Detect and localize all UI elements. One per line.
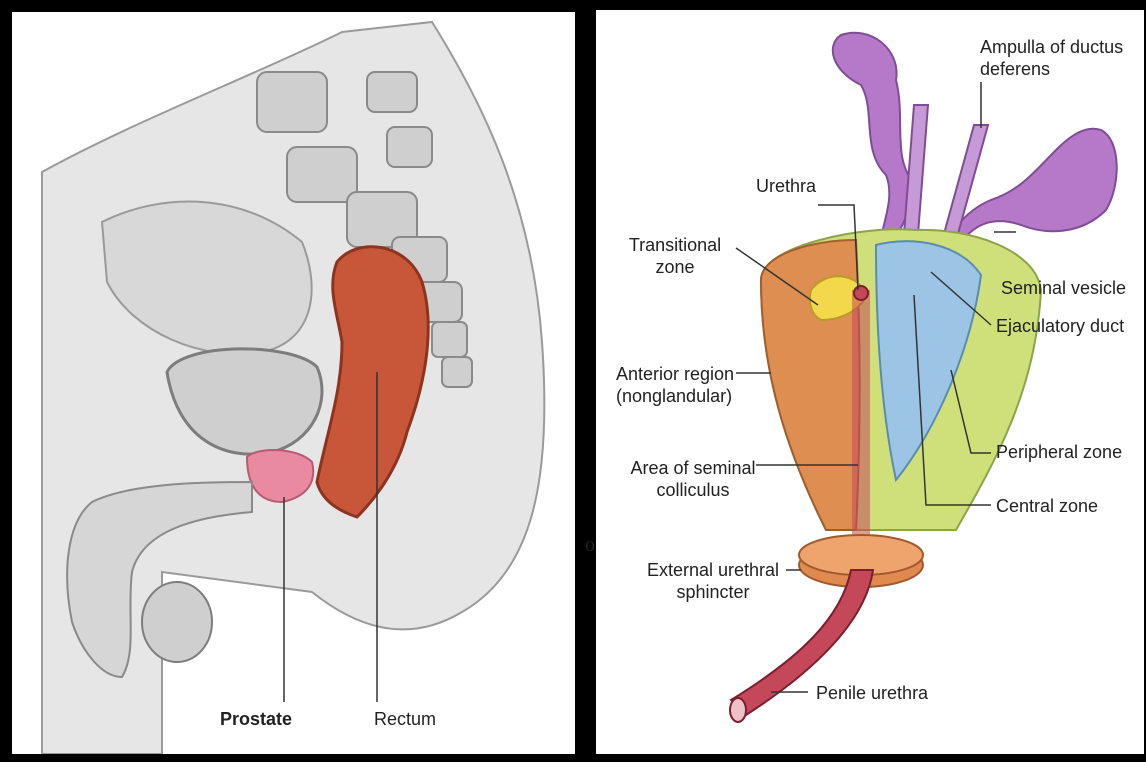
prostatic-urethra bbox=[852, 290, 870, 535]
urethra-label: Urethra bbox=[756, 175, 816, 197]
peripheral-zone-label: Peripheral zone bbox=[996, 441, 1122, 463]
seminal-colliculus-label: Area of seminal colliculus bbox=[624, 457, 762, 501]
sagittal-section-panel: Prostate Rectum bbox=[12, 12, 575, 754]
ampulla-label: Ampulla of ductus deferens bbox=[980, 36, 1123, 80]
stray-glyph: o bbox=[585, 534, 595, 557]
seminal-vesicle-label: Seminal vesicle bbox=[1001, 277, 1126, 299]
penile-urethra-end bbox=[730, 698, 746, 722]
prostate-zones-panel: Ampulla of ductus deferens Urethra Trans… bbox=[596, 10, 1144, 754]
prostate-label: Prostate bbox=[220, 708, 292, 730]
sagittal-illustration bbox=[12, 12, 575, 754]
external-sphincter-label: External urethral sphincter bbox=[640, 559, 786, 603]
transitional-zone-label: Transitional zone bbox=[614, 234, 736, 278]
penile-urethra-label: Penile urethra bbox=[816, 682, 928, 704]
anterior-region-label: Anterior region (nonglandular) bbox=[616, 363, 734, 407]
testis bbox=[142, 582, 212, 662]
urethra-opening bbox=[854, 286, 868, 300]
ejaculatory-duct-label: Ejaculatory duct bbox=[996, 315, 1124, 337]
central-zone-label: Central zone bbox=[996, 495, 1098, 517]
rectum-label: Rectum bbox=[374, 708, 436, 730]
